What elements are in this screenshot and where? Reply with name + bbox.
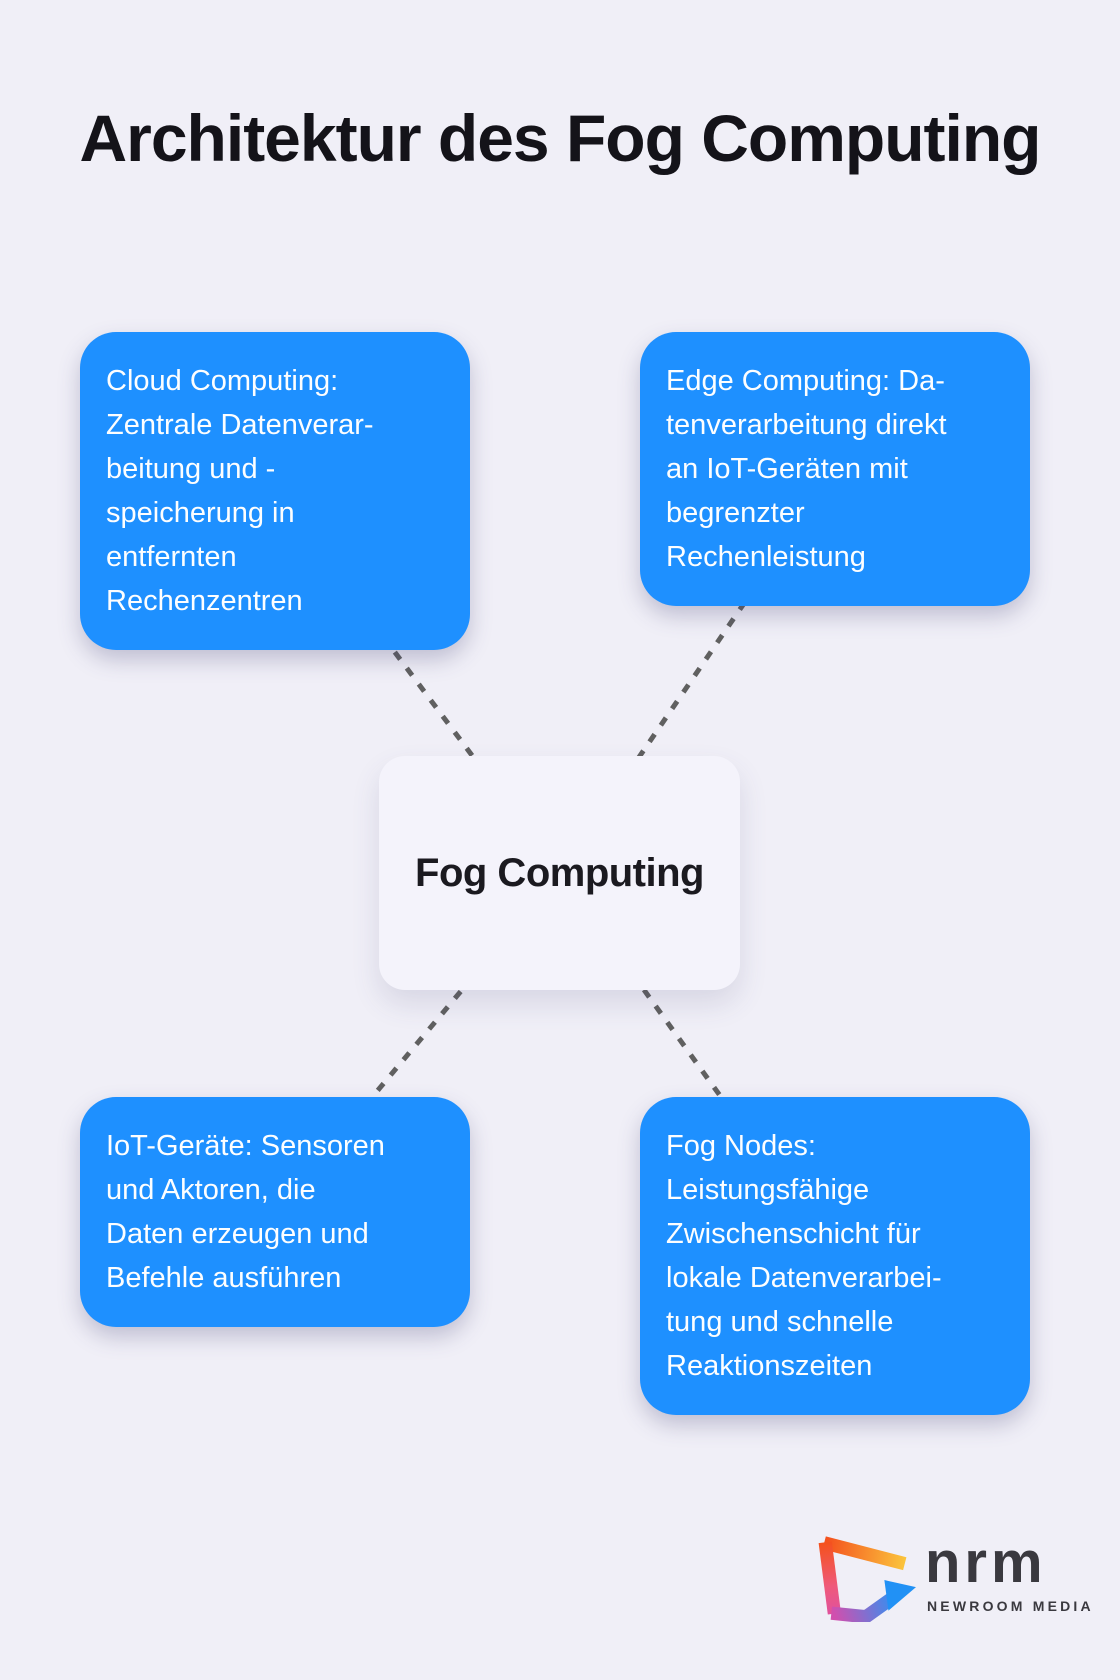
node-iot-devices: IoT-Geräte: Sensoren und Aktoren, die Da… — [80, 1097, 470, 1327]
logo-newroom-media: nrm NEWROOM MEDIA — [815, 1530, 1091, 1627]
center-node-fog-computing: Fog Computing — [379, 756, 740, 990]
logo-subtitle-text: NEWROOM MEDIA — [927, 1598, 1094, 1614]
node-edge-computing: Edge Computing: Da- tenverarbeitung dire… — [640, 332, 1030, 606]
page-title: Architektur des Fog Computing — [79, 101, 1042, 175]
node-fog-nodes: Fog Nodes: Leistungsfähige Zwischenschic… — [640, 1097, 1030, 1415]
center-node-label: Fog Computing — [415, 850, 704, 895]
newroom-media-logo-icon — [818, 1536, 916, 1622]
connector-iot-to-center — [273, 871, 562, 1215]
logo-brand-text: nrm — [925, 1530, 1047, 1595]
node-cloud-computing: Cloud Computing: Zentrale Datenverar- be… — [80, 332, 470, 650]
